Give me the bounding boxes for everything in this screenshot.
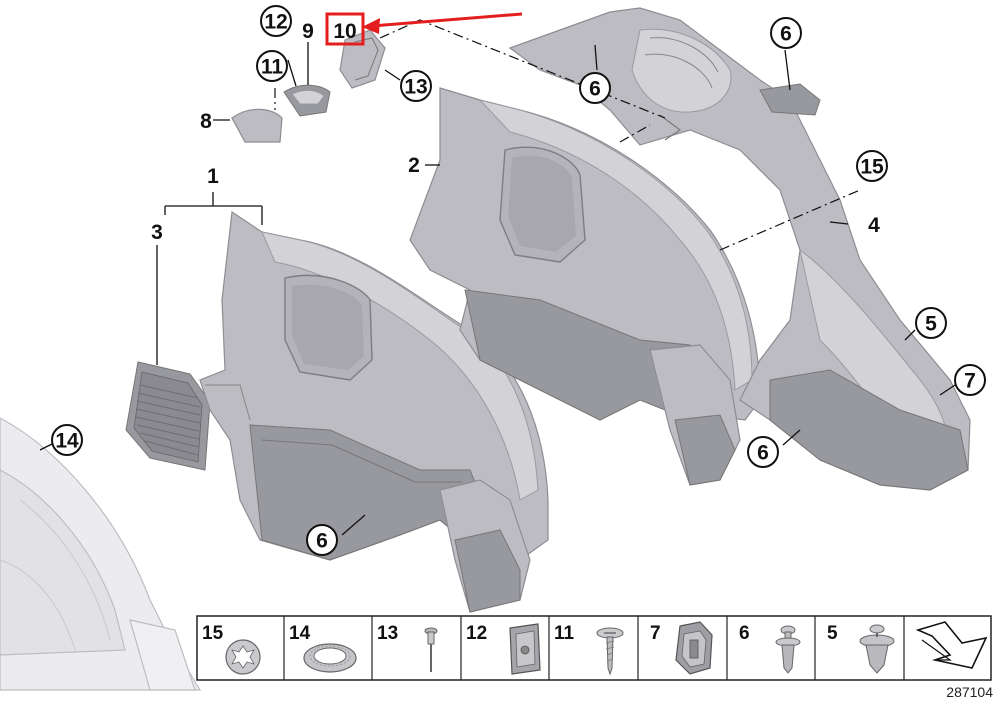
- callout-6a: 6: [579, 72, 611, 104]
- callout-9: 9: [302, 20, 314, 43]
- highlight-box: [325, 12, 365, 46]
- svg-text:5: 5: [925, 313, 937, 336]
- speed-nut-icon: [225, 639, 261, 675]
- callout-3: 3: [151, 221, 163, 244]
- plastic-clip-icon: [675, 621, 713, 675]
- callout-14: 14: [51, 424, 83, 456]
- leader-lines: [39, 42, 956, 536]
- svg-text:13: 13: [404, 76, 427, 99]
- callout-8: 8: [200, 110, 212, 133]
- callout-5: 5: [915, 307, 947, 339]
- legend-label-14: 14: [289, 623, 311, 644]
- callout-12: 12: [260, 5, 292, 37]
- callout-15: 15: [856, 150, 888, 182]
- push-fastener-icon: [859, 624, 895, 674]
- svg-text:12: 12: [264, 11, 287, 34]
- clip-nut-icon: [509, 623, 541, 675]
- callout-4: 4: [868, 214, 880, 237]
- diagram-id: 287104: [946, 684, 993, 700]
- svg-text:6: 6: [780, 23, 792, 46]
- rivet-icon: [424, 627, 438, 672]
- legend-label-5: 5: [827, 623, 838, 644]
- callout-1: 1: [207, 165, 219, 188]
- svg-text:14: 14: [55, 430, 79, 453]
- screw-icon: [596, 627, 624, 676]
- legend-label-13: 13: [377, 623, 398, 644]
- svg-text:11: 11: [261, 56, 284, 79]
- trim-panel-rear: [409, 87, 761, 486]
- callout-2: 2: [408, 154, 420, 177]
- highlight-arrow: [362, 12, 523, 34]
- svg-text:7: 7: [964, 370, 976, 393]
- legend-label-6: 6: [739, 623, 750, 644]
- callout-11: 11: [256, 50, 288, 82]
- legend-label-15: 15: [202, 623, 224, 644]
- svg-text:6: 6: [589, 78, 601, 101]
- callout-6c: 6: [747, 436, 779, 468]
- direction-arrow-icon: [915, 621, 988, 669]
- callout-6d: 6: [306, 524, 338, 556]
- svg-text:6: 6: [757, 442, 769, 465]
- callout-10: 10: [333, 20, 356, 43]
- dashed-leaders: [274, 19, 861, 251]
- callout-13: 13: [400, 70, 432, 102]
- callouts: 12 11 13 6 6 15 5 7: [51, 5, 986, 556]
- fastener-legend: 15 14 13 12 11 7 6 5: [196, 615, 992, 681]
- speaker-grille: [125, 361, 211, 471]
- svg-text:6: 6: [316, 530, 328, 553]
- callout-6b: 6: [770, 17, 802, 49]
- legend-label-11: 11: [554, 623, 575, 644]
- svg-text:15: 15: [860, 156, 884, 179]
- expansion-rivet-icon: [775, 625, 801, 674]
- legend-label-12: 12: [466, 623, 487, 644]
- callout-7: 7: [954, 364, 986, 396]
- ring-nut-icon: [303, 643, 357, 673]
- trim-panel-front: [199, 210, 549, 613]
- legend-label-7: 7: [650, 623, 661, 644]
- side-panel-upper: [508, 7, 971, 491]
- wheel-arch-liner: [0, 417, 202, 691]
